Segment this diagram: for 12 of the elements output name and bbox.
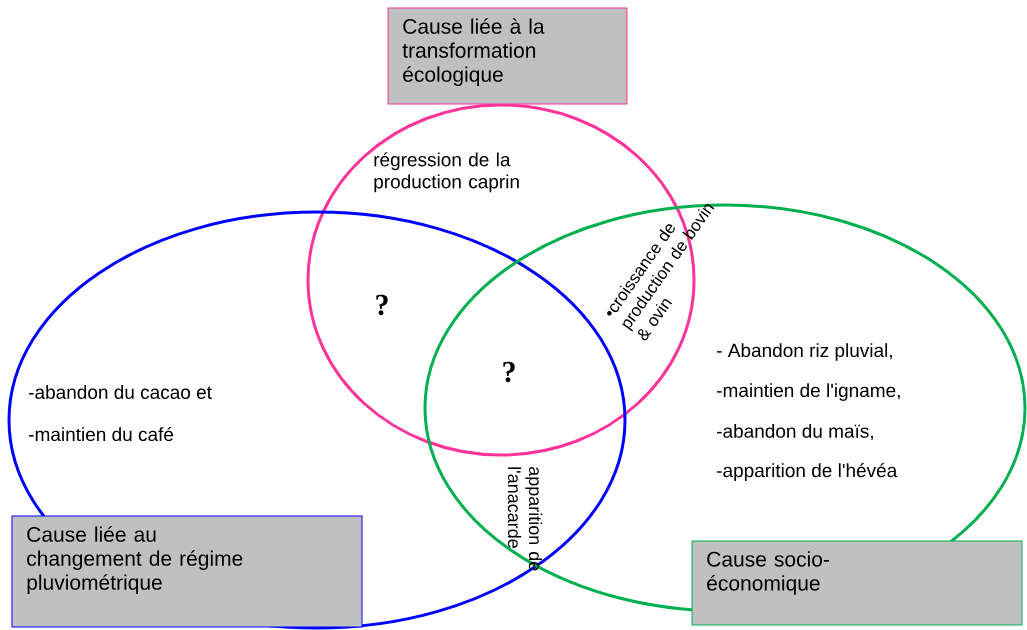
list-item: -apparition de l'hévéa: [717, 463, 898, 481]
annotation-text: apparition de l'anacarde: [507, 467, 543, 571]
category-box: Cause socio-économique: [691, 540, 1023, 626]
list-item: -maintien du café: [29, 426, 174, 442]
list-item: -abandon du cacao et: [29, 385, 212, 399]
question-mark: ?: [376, 294, 388, 316]
list-item: -maintien de l'igname,: [717, 383, 900, 401]
category-box: Cause liée à la transformation écologique: [387, 7, 628, 105]
list-item: -abandon du maïs,: [717, 423, 873, 441]
annotation-text: régression de la production caprin: [374, 152, 519, 193]
list-item: - Abandon riz pluvial,: [717, 343, 892, 361]
question-mark: ?: [503, 361, 515, 383]
